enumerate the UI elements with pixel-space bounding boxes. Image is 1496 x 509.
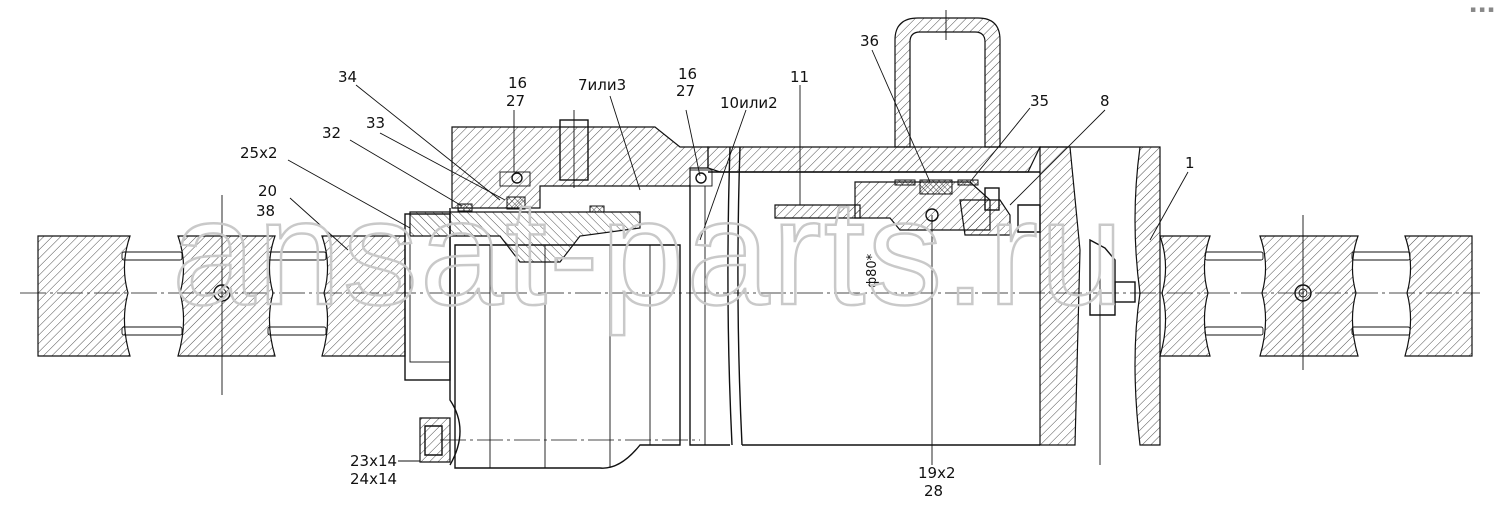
right-eye-trunnion [1159,215,1473,370]
callout-23x14: 23х14 [350,452,397,470]
callout-28: 28 [924,482,943,500]
callout-32: 32 [322,124,341,142]
watermark: ansat-parts.ru [172,168,1125,336]
gland-head [404,110,730,469]
leader-lines [287,49,1189,462]
lifting-handle [894,10,1001,148]
callout-33: 33 [366,114,385,132]
callout-38: 38 [256,202,275,220]
callout-27-right: 27 [676,82,695,100]
left-eye-trunnion [37,195,406,395]
corner-mark: ▪ ▪ ▪ [1470,5,1494,15]
callout-1: 1 [1185,154,1195,172]
callout-36: 36 [860,32,879,50]
rear-cap [1039,146,1161,465]
callout-27-left: 27 [506,92,525,110]
callout-10-or-2: 10или2 [720,94,778,112]
diameter-label: ф80* [865,253,880,288]
callout-7-or-3: 7или3 [578,76,626,94]
callout-16-right: 16 [678,65,697,83]
callout-11: 11 [790,68,809,86]
cylinder-barrel [707,146,1041,465]
callout-labels: 34 16 27 7или3 16 27 10или2 11 36 35 8 3… [240,5,1494,500]
callout-24x14: 24х14 [350,470,397,488]
callout-25x2: 25х2 [240,144,278,162]
callout-35: 35 [1030,92,1049,110]
callout-8: 8 [1100,92,1110,110]
callout-19x2: 19х2 [918,464,956,482]
callout-34: 34 [338,68,357,86]
callout-20: 20 [258,182,277,200]
callout-16-left: 16 [508,74,527,92]
